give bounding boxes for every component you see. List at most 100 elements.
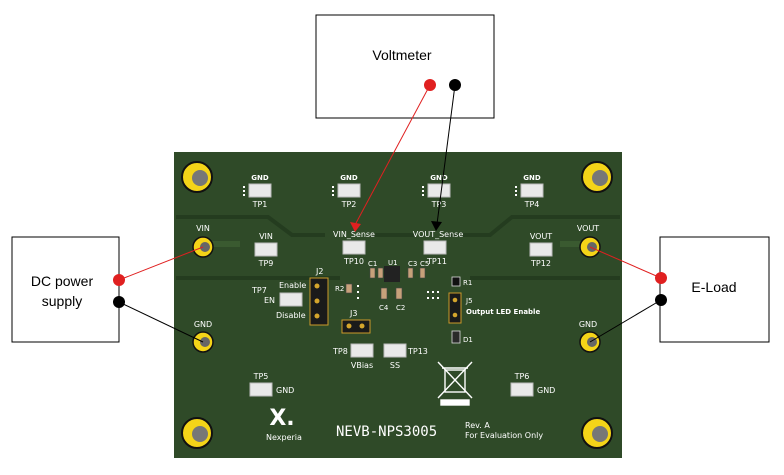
testpoint-tp12 — [529, 242, 553, 257]
pcb-board — [174, 152, 622, 458]
testpoint-tp11 — [423, 240, 447, 255]
label-tp4: TP4 — [524, 200, 540, 209]
label-gnd-tp2: GND — [340, 174, 358, 182]
cap-c5 — [419, 267, 426, 279]
label-gnd-right-terminal: GND — [579, 320, 597, 329]
eload-label: E-Load — [691, 279, 736, 295]
label-vout-tp12: VOUT — [530, 232, 552, 241]
eload-red-jack — [655, 272, 667, 284]
voltmeter-black-jack — [449, 79, 461, 91]
nexperia-logo: X. — [269, 406, 294, 431]
supply-black-jack — [113, 296, 125, 308]
label-tp12: TP12 — [530, 259, 551, 268]
eload-box — [659, 236, 770, 343]
wire-supply-black — [118, 301, 204, 343]
testpoint-tp5 — [249, 382, 273, 397]
label-tp9: TP9 — [258, 259, 274, 268]
label-gnd-tp4: GND — [523, 174, 541, 182]
cap-c3 — [407, 267, 414, 279]
testpoint-tp10 — [342, 240, 366, 255]
label-gnd-tp5: GND — [276, 386, 294, 395]
wire-voltmeter-red — [354, 84, 431, 226]
mounting-hole-bl — [181, 417, 213, 449]
label-tp5: TP5 — [253, 372, 269, 381]
led-d1 — [451, 330, 461, 344]
testpoint-tp13 — [383, 343, 407, 358]
label-tp1: TP1 — [252, 200, 268, 209]
label-gnd-tp3: GND — [430, 174, 448, 182]
voltmeter-red-jack — [424, 79, 436, 91]
arrow-vin-sense — [350, 222, 361, 232]
cap-c1b — [377, 267, 384, 279]
label-disable: Disable — [276, 311, 306, 320]
label-vout-sense: VOUT_Sense — [413, 230, 464, 239]
label-ss: SS — [390, 361, 400, 370]
arrow-vout-sense — [431, 221, 442, 231]
dc-supply-label-1: DC power — [31, 273, 94, 289]
res-r1 — [451, 276, 461, 287]
label-j3: J3 — [349, 309, 357, 318]
cap-c4 — [380, 287, 388, 300]
cap-c1 — [369, 267, 376, 279]
label-tp2: TP2 — [341, 200, 357, 209]
mounting-hole-tl — [181, 161, 213, 193]
label-d1: D1 — [463, 336, 473, 344]
testpoint-tp6 — [510, 382, 534, 397]
label-j2: J2 — [315, 267, 323, 276]
label-tp13: TP13 — [407, 347, 428, 356]
label-c3: C3 — [408, 260, 417, 268]
board-eval-note: For Evaluation Only — [465, 431, 543, 440]
voltmeter-label: Voltmeter — [372, 47, 431, 63]
label-tp10: TP10 — [343, 257, 364, 266]
label-tp7: TP7 — [251, 286, 267, 295]
testpoint-tp2 — [337, 183, 361, 198]
label-gnd-tp1: GND — [251, 174, 269, 182]
dc-supply-label-2: supply — [42, 293, 82, 309]
jumper-j5 — [448, 292, 462, 324]
testpoint-tp3 — [427, 183, 451, 198]
board-title: NEVB-NPS3005 — [336, 424, 437, 440]
copper-divider-top — [176, 215, 620, 237]
label-gnd-tp6: GND — [537, 386, 555, 395]
label-r1: R1 — [463, 279, 472, 287]
label-tp6: TP6 — [514, 372, 530, 381]
testpoint-tp4 — [520, 183, 544, 198]
label-r2: R2 — [335, 285, 344, 293]
res-r2 — [345, 283, 353, 294]
cap-c2 — [395, 287, 403, 300]
dc-supply-box — [11, 236, 120, 343]
voltmeter-box — [315, 14, 495, 119]
label-output-led-enable: Output LED Enable — [466, 308, 540, 316]
testpoint-tp7 — [279, 292, 303, 307]
brand-nexperia: Nexperia — [266, 433, 302, 442]
testpoint-tp9 — [254, 242, 278, 257]
gnd-dot-markers — [243, 186, 517, 196]
label-enable: Enable — [279, 281, 306, 290]
wire-supply-red — [118, 246, 204, 281]
label-c5: C5 — [420, 260, 429, 268]
wire-eload-black — [589, 299, 662, 343]
mounting-hole-br — [581, 417, 613, 449]
eload-black-jack — [655, 294, 667, 306]
label-vout-terminal: VOUT — [577, 224, 599, 233]
label-en: EN — [264, 296, 275, 305]
jumper-j3 — [341, 319, 371, 334]
label-u1: U1 — [388, 259, 398, 267]
label-j5: J5 — [465, 297, 473, 305]
ic-u1 — [384, 266, 400, 282]
wire-eload-red — [589, 246, 662, 279]
mounting-hole-tr — [581, 161, 613, 193]
board-rev: Rev. A — [465, 421, 490, 430]
label-vin-tp9: VIN — [259, 232, 273, 241]
label-gnd-left-terminal: GND — [194, 320, 212, 329]
via-dots — [357, 285, 439, 299]
label-vbias: VBias — [351, 361, 373, 370]
supply-red-jack — [113, 274, 125, 286]
weee-bin-icon — [437, 361, 473, 406]
wire-voltmeter-black — [436, 84, 456, 225]
label-vin-terminal: VIN — [196, 224, 210, 233]
label-c1: C1 — [368, 260, 377, 268]
label-tp8: TP8 — [332, 347, 348, 356]
label-vin-sense: VIN_Sense — [333, 230, 375, 239]
